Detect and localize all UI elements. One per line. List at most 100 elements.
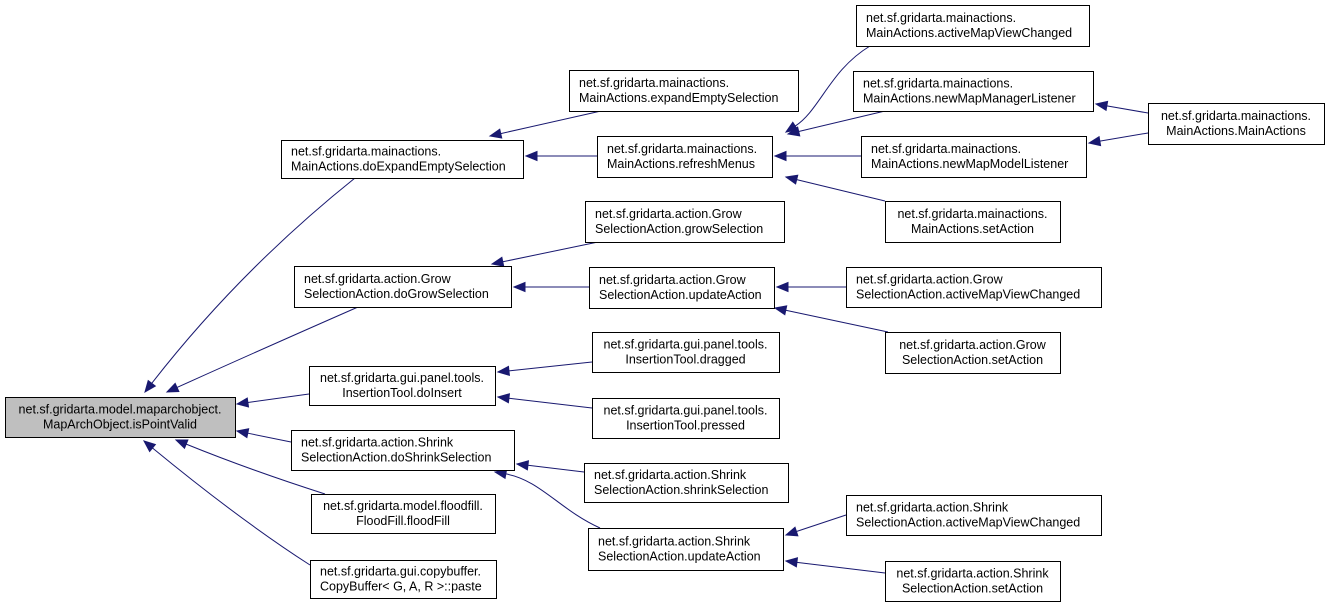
node-box xyxy=(5,397,236,438)
arrowhead-icon xyxy=(786,126,801,137)
node-label-line: InsertionTool.pressed xyxy=(626,419,745,433)
node-box xyxy=(291,430,515,471)
node-doInsert[interactable]: net.sf.gridarta.gui.panel.tools.Insertio… xyxy=(309,366,496,406)
node-label-line: MainActions.activeMapViewChanged xyxy=(866,26,1072,40)
node-box xyxy=(584,463,789,503)
node-label-line: net.sf.gridarta.gui.panel.tools. xyxy=(320,371,484,385)
node-maSetAction[interactable]: net.sf.gridarta.mainactions.MainActions.… xyxy=(885,201,1061,243)
arrowhead-icon xyxy=(165,382,180,393)
node-label-line: MainActions.refreshMenus xyxy=(607,157,755,171)
node-label-line: SelectionAction.growSelection xyxy=(595,222,763,236)
edge-floodFill-to-root xyxy=(186,443,326,495)
node-label-line: net.sf.gridarta.mainactions. xyxy=(579,76,729,90)
node-box xyxy=(294,266,512,308)
arrowhead-icon xyxy=(515,460,530,471)
node-expandEmpty[interactable]: net.sf.gridarta.mainactions.MainActions.… xyxy=(569,70,799,112)
edge-maSetAction-to-refreshMenus xyxy=(796,179,886,202)
node-box xyxy=(592,398,780,439)
node-dragged[interactable]: net.sf.gridarta.gui.panel.tools.Insertio… xyxy=(592,332,780,373)
edge-shrinkSetAction-to-shrinkUpdate xyxy=(796,561,886,574)
node-box xyxy=(856,5,1090,47)
node-label-line: MainActions.setAction xyxy=(911,222,1034,236)
node-shrinkActiveMap[interactable]: net.sf.gridarta.action.ShrinkSelectionAc… xyxy=(846,495,1102,536)
node-label-line: net.sf.gridarta.action.Shrink xyxy=(598,535,751,549)
node-label-line: InsertionTool.dragged xyxy=(625,353,745,367)
node-mainActionsCtor[interactable]: net.sf.gridarta.mainactions.MainActions.… xyxy=(1148,103,1325,145)
edge-maNewMgr-to-refreshMenus xyxy=(798,110,886,132)
node-label-line: net.sf.gridarta.gui.panel.tools. xyxy=(604,338,768,352)
arrowhead-icon xyxy=(784,174,799,185)
edge-doExpand-to-root xyxy=(151,177,356,384)
arrowhead-icon xyxy=(142,440,157,453)
node-label-line: net.sf.gridarta.action.Shrink xyxy=(856,501,1009,515)
node-label-line: MainActions.expandEmptySelection xyxy=(579,91,778,105)
edge-doShrink-to-root xyxy=(247,432,292,443)
node-maNewMgr[interactable]: net.sf.gridarta.mainactions.MainActions.… xyxy=(853,71,1094,112)
node-box xyxy=(861,136,1087,178)
node-label-line: net.sf.gridarta.action.Shrink xyxy=(594,468,747,482)
node-root[interactable]: net.sf.gridarta.model.maparchobject.MapA… xyxy=(5,397,236,438)
arrowhead-icon xyxy=(144,379,157,394)
node-box xyxy=(885,561,1061,602)
node-box xyxy=(1148,103,1325,145)
node-label-line: MainActions.MainActions xyxy=(1166,124,1306,138)
node-growUpdate[interactable]: net.sf.gridarta.action.GrowSelectionActi… xyxy=(589,267,775,309)
node-doGrow[interactable]: net.sf.gridarta.action.GrowSelectionActi… xyxy=(294,266,512,308)
node-label-line: MainActions.newMapManagerListener xyxy=(863,92,1076,106)
node-box xyxy=(885,201,1061,243)
node-box xyxy=(585,201,785,243)
node-label-line: net.sf.gridarta.action.Grow xyxy=(595,207,743,221)
node-box xyxy=(853,71,1094,112)
node-box xyxy=(589,267,775,309)
node-label-line: SelectionAction.updateAction xyxy=(599,288,762,302)
edge-shrinkActiveMap-to-shrinkUpdate xyxy=(796,514,847,532)
edge-shrinkSelection-to-doShrink xyxy=(527,464,585,473)
node-growActiveMap[interactable]: net.sf.gridarta.action.GrowSelectionActi… xyxy=(846,267,1102,308)
arrowhead-icon xyxy=(488,128,503,139)
node-growSelection[interactable]: net.sf.gridarta.action.GrowSelectionActi… xyxy=(585,201,785,243)
node-label-line: SelectionAction.activeMapViewChanged xyxy=(856,288,1080,302)
node-paste[interactable]: net.sf.gridarta.gui.copybuffer.CopyBuffe… xyxy=(310,560,497,599)
node-refreshMenus[interactable]: net.sf.gridarta.mainactions.MainActions.… xyxy=(597,136,773,178)
node-growSetAction[interactable]: net.sf.gridarta.action.GrowSelectionActi… xyxy=(885,332,1061,374)
node-label-line: net.sf.gridarta.action.Grow xyxy=(856,273,1004,287)
node-label-line: InsertionTool.doInsert xyxy=(342,386,462,400)
node-label-line: SelectionAction.setAction xyxy=(902,353,1043,367)
edge-growSelection-to-doGrow xyxy=(502,241,599,263)
node-doExpand[interactable]: net.sf.gridarta.mainactions.MainActions.… xyxy=(281,140,524,179)
edges-layer xyxy=(142,45,1149,574)
node-label-line: SelectionAction.doShrinkSelection xyxy=(301,451,491,465)
node-box xyxy=(311,494,496,534)
edge-pressed-to-doInsert xyxy=(508,397,593,409)
edge-growSetAction-to-growUpdate xyxy=(785,309,889,333)
node-label-line: SelectionAction.doGrowSelection xyxy=(304,287,489,301)
arrowhead-icon xyxy=(235,428,250,439)
node-box xyxy=(569,70,799,112)
node-shrinkSetAction[interactable]: net.sf.gridarta.action.ShrinkSelectionAc… xyxy=(885,561,1061,602)
edge-doInsert-to-root xyxy=(247,393,310,403)
node-label-line: net.sf.gridarta.action.Shrink xyxy=(896,567,1049,581)
edge-expandEmpty-to-doExpand xyxy=(500,110,602,135)
arrowhead-icon xyxy=(496,393,511,404)
node-box xyxy=(592,332,780,373)
edge-mainActionsCtor-to-maNewModel xyxy=(1099,132,1149,142)
node-box xyxy=(597,136,773,178)
edge-shrinkUpdate-to-doShrink xyxy=(505,473,601,529)
node-label-line: SelectionAction.updateAction xyxy=(598,550,761,564)
node-shrinkUpdate[interactable]: net.sf.gridarta.action.ShrinkSelectionAc… xyxy=(588,528,784,571)
node-box xyxy=(588,528,784,571)
node-label-line: net.sf.gridarta.mainactions. xyxy=(863,77,1013,91)
arrowhead-icon xyxy=(512,281,526,293)
arrowhead-icon xyxy=(174,439,189,450)
node-shrinkSelection[interactable]: net.sf.gridarta.action.ShrinkSelectionAc… xyxy=(584,463,789,503)
node-doShrink[interactable]: net.sf.gridarta.action.ShrinkSelectionAc… xyxy=(291,430,515,471)
node-maNewModel[interactable]: net.sf.gridarta.mainactions.MainActions.… xyxy=(861,136,1087,178)
edge-dragged-to-doInsert xyxy=(508,361,593,372)
node-box xyxy=(885,332,1061,374)
node-box xyxy=(846,267,1102,308)
arrowhead-icon xyxy=(773,150,787,162)
node-maActiveMap[interactable]: net.sf.gridarta.mainactions.MainActions.… xyxy=(856,5,1090,47)
node-pressed[interactable]: net.sf.gridarta.gui.panel.tools.Insertio… xyxy=(592,398,780,439)
node-floodFill[interactable]: net.sf.gridarta.model.floodfill.FloodFil… xyxy=(311,494,496,534)
